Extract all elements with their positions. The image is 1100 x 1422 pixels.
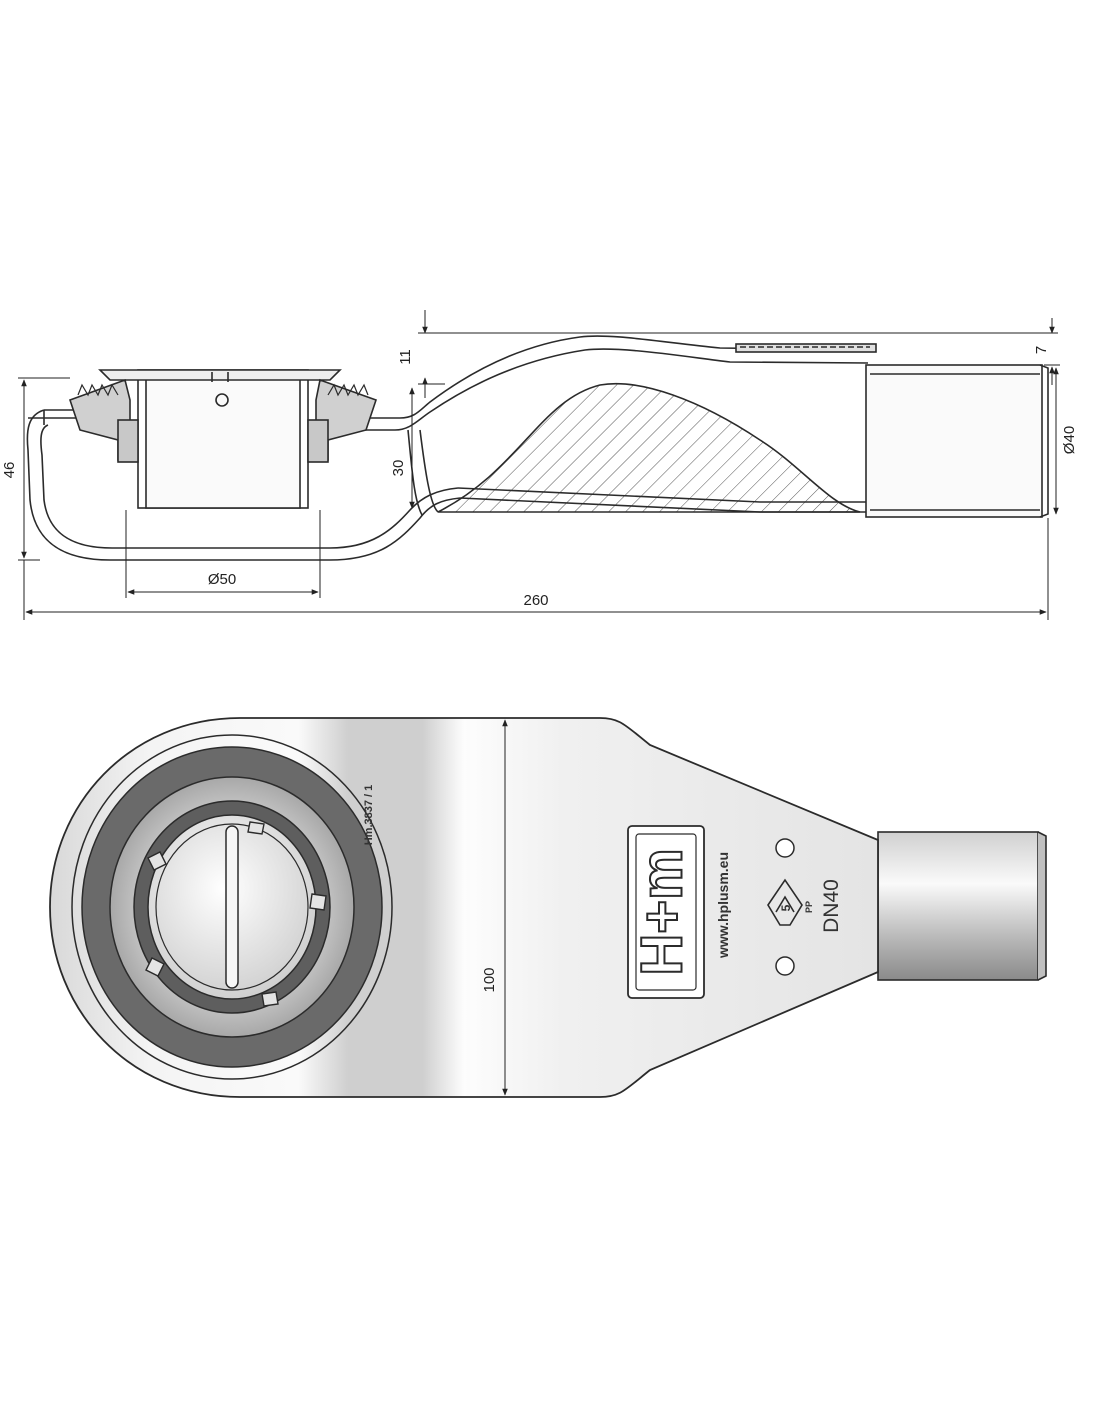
dim-d40-label: Ø40 bbox=[1061, 426, 1078, 454]
left-flange-clamp bbox=[68, 378, 139, 463]
material-label: PP bbox=[804, 901, 814, 913]
dim-30-label: 30 bbox=[390, 460, 407, 477]
outlet-pipe bbox=[865, 364, 1043, 518]
dim-260-label: 260 bbox=[523, 592, 548, 609]
website-label: www.hplusm.eu bbox=[715, 852, 731, 959]
body-top-right bbox=[330, 335, 869, 419]
grate-strip bbox=[735, 343, 877, 353]
hatched-core-section bbox=[437, 382, 861, 513]
body-inner-shell bbox=[40, 424, 459, 549]
top-view: Hm.3837 / 1 H+m www.hplusm.eu 5 PP DN40 … bbox=[49, 717, 1047, 1098]
body-top-right-inner bbox=[330, 348, 869, 431]
dim-d50-label: Ø50 bbox=[208, 571, 236, 588]
cap-handle bbox=[225, 825, 239, 989]
nominal-diameter-label: DN40 bbox=[820, 879, 843, 933]
body-outer-shell bbox=[26, 409, 461, 561]
dim-7-label: 7 bbox=[1033, 346, 1050, 354]
inlet-hole bbox=[215, 393, 229, 407]
outer-ring-line bbox=[71, 734, 393, 1080]
logo-text: H+m bbox=[629, 848, 694, 975]
dim-100-label: 100 bbox=[481, 967, 498, 992]
body-lower-sweep bbox=[419, 429, 439, 513]
part-number-label: Hm.3837 / 1 bbox=[363, 785, 375, 846]
cap-clips bbox=[145, 821, 327, 1007]
dimension-lines-side bbox=[18, 310, 1060, 620]
side-view bbox=[18, 310, 1060, 620]
recycle-code-label: 5 bbox=[779, 904, 793, 911]
brand-logo: H+m bbox=[627, 825, 705, 999]
screw-hole-top bbox=[775, 838, 795, 858]
dim-46-label: 46 bbox=[1, 462, 18, 479]
recycle-icon bbox=[767, 878, 803, 926]
dim-11-label: 11 bbox=[397, 349, 414, 365]
screw-hole-bottom bbox=[775, 956, 795, 976]
body-lower-sweep-2 bbox=[407, 429, 423, 516]
right-flange-clamp bbox=[307, 378, 378, 463]
top-outlet-pipe bbox=[877, 831, 1047, 981]
